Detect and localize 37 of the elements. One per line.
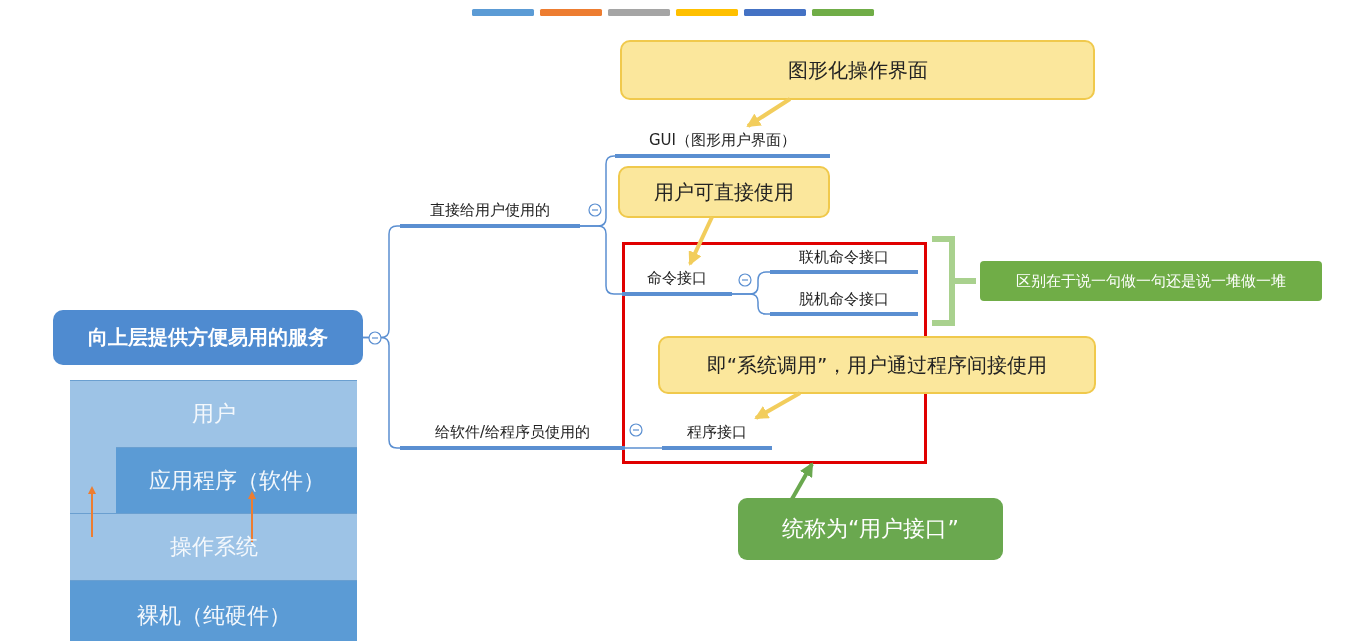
callout-pointer [746,97,792,128]
topic-label: 脱机命令接口 [799,289,889,309]
callout-bubble [620,40,1095,100]
callout-text: 即“系统调用”，用户通过程序间接使用 [706,351,1048,379]
layer-label: 操作系统 [169,533,258,561]
callout-pointer [790,462,814,500]
branch-line [731,293,771,315]
note-text: 区别在于说一句做一句还是说一堆做一堆 [1016,271,1286,291]
topic-label: GUI（图形用户界面） [649,130,796,150]
topic-label: 命令接口 [647,268,707,288]
callout-pointer [754,391,801,420]
arrow [248,491,256,543]
topic-label: 直接给用户使用的 [430,200,550,220]
callout-text: 统称为“用户接口” [782,515,959,543]
layer-band [70,380,357,513]
branch-line [624,447,663,449]
root-topic-label: 向上层提供方便易用的服务 [88,324,328,351]
highlight-frame [622,242,927,464]
layer-band [70,513,357,580]
callout-text: 图形化操作界面 [787,56,928,84]
layer-band [70,580,357,641]
arrow [88,486,96,538]
callout-bubble [618,166,830,218]
branch-line [362,336,401,449]
callout-bubble [658,336,1096,394]
topic-label: 联机命令接口 [799,247,889,267]
layer-band [116,447,357,514]
root-topic-box [53,310,363,365]
layer-label: 用户 [191,400,236,428]
note-box [980,261,1322,301]
callout-pointer [688,216,714,266]
callout-text: 用户可直接使用 [654,178,794,206]
callout-bubble [738,498,1003,560]
layer-label: 应用程序（软件） [148,467,325,495]
layer-label: 裸机（纯硬件） [136,601,291,630]
topic-label: 给软件/给程序员使用的 [434,422,591,442]
topic-label: 程序接口 [687,422,747,442]
